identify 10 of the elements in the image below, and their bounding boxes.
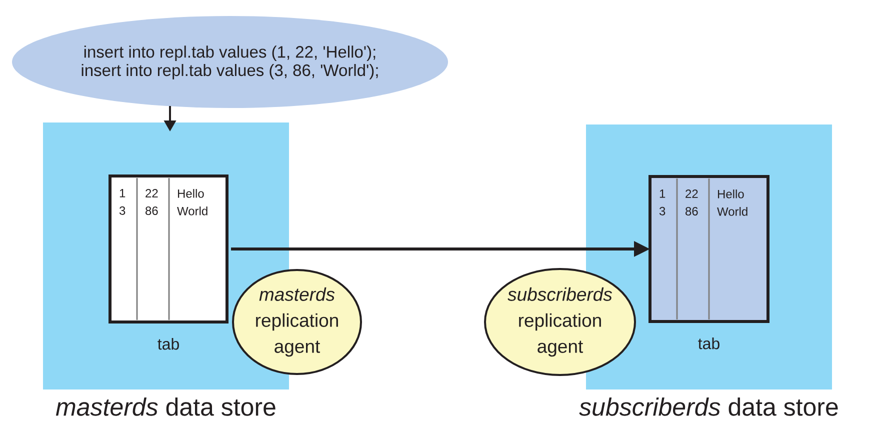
- cell-text: 22 86: [686, 190, 698, 216]
- cell-text: 1 3: [119, 189, 126, 215]
- cell-text: 1 3: [659, 190, 666, 216]
- table-name: tab: [698, 338, 720, 350]
- store-heading: masterds data store: [56, 398, 276, 416]
- table-name: tab: [158, 338, 179, 350]
- store-heading: subscriberds data store: [579, 398, 838, 416]
- cell-text: 22 86: [146, 189, 158, 215]
- cell-text: Hello World: [177, 189, 208, 216]
- cell-text: Hello World: [717, 190, 748, 216]
